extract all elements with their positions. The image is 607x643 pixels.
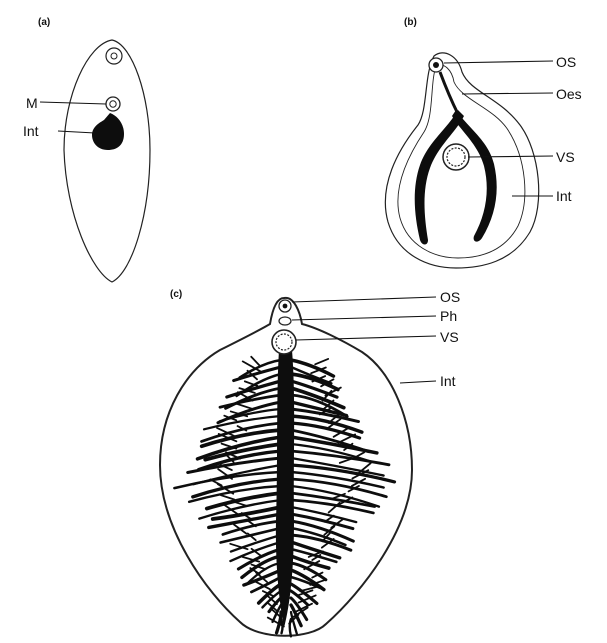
panel-c-label: (c) bbox=[170, 289, 182, 300]
panel-b-label: (b) bbox=[404, 17, 417, 28]
panel-c-oral-sucker bbox=[279, 300, 291, 312]
panel-c: (c) OS Ph VS Int bbox=[160, 289, 460, 636]
panel-c-os-leader bbox=[292, 297, 436, 302]
panel-c-int-leader bbox=[400, 381, 436, 383]
panel-a: (a) M Int bbox=[23, 17, 150, 282]
panel-c-int-label: Int bbox=[440, 373, 456, 389]
panel-b-ventral-sucker bbox=[443, 144, 469, 170]
panel-c-os-label: OS bbox=[440, 289, 460, 305]
panel-a-oral-sucker bbox=[106, 48, 122, 64]
panel-b-oral-sucker bbox=[429, 58, 443, 72]
panel-c-ventral-sucker bbox=[272, 330, 296, 354]
panel-c-ph-leader bbox=[292, 316, 436, 320]
panel-b-vs-label: VS bbox=[556, 149, 575, 165]
panel-b: (b) OS Oes VS Int bbox=[385, 17, 581, 268]
panel-a-label: (a) bbox=[38, 17, 50, 28]
panel-b-os-leader bbox=[444, 61, 553, 63]
panel-c-ph-label: Ph bbox=[440, 308, 457, 324]
panel-b-int-label: Int bbox=[556, 188, 572, 204]
panel-a-int-label: Int bbox=[23, 123, 39, 139]
panel-c-pharynx bbox=[279, 317, 291, 325]
panel-b-os-label: OS bbox=[556, 54, 576, 70]
panel-a-mouth bbox=[106, 97, 120, 111]
panel-a-m-label: M bbox=[26, 95, 38, 111]
panel-b-oes-label: Oes bbox=[556, 86, 582, 102]
panel-a-body bbox=[64, 40, 150, 282]
panel-c-vs-label: VS bbox=[440, 329, 459, 345]
